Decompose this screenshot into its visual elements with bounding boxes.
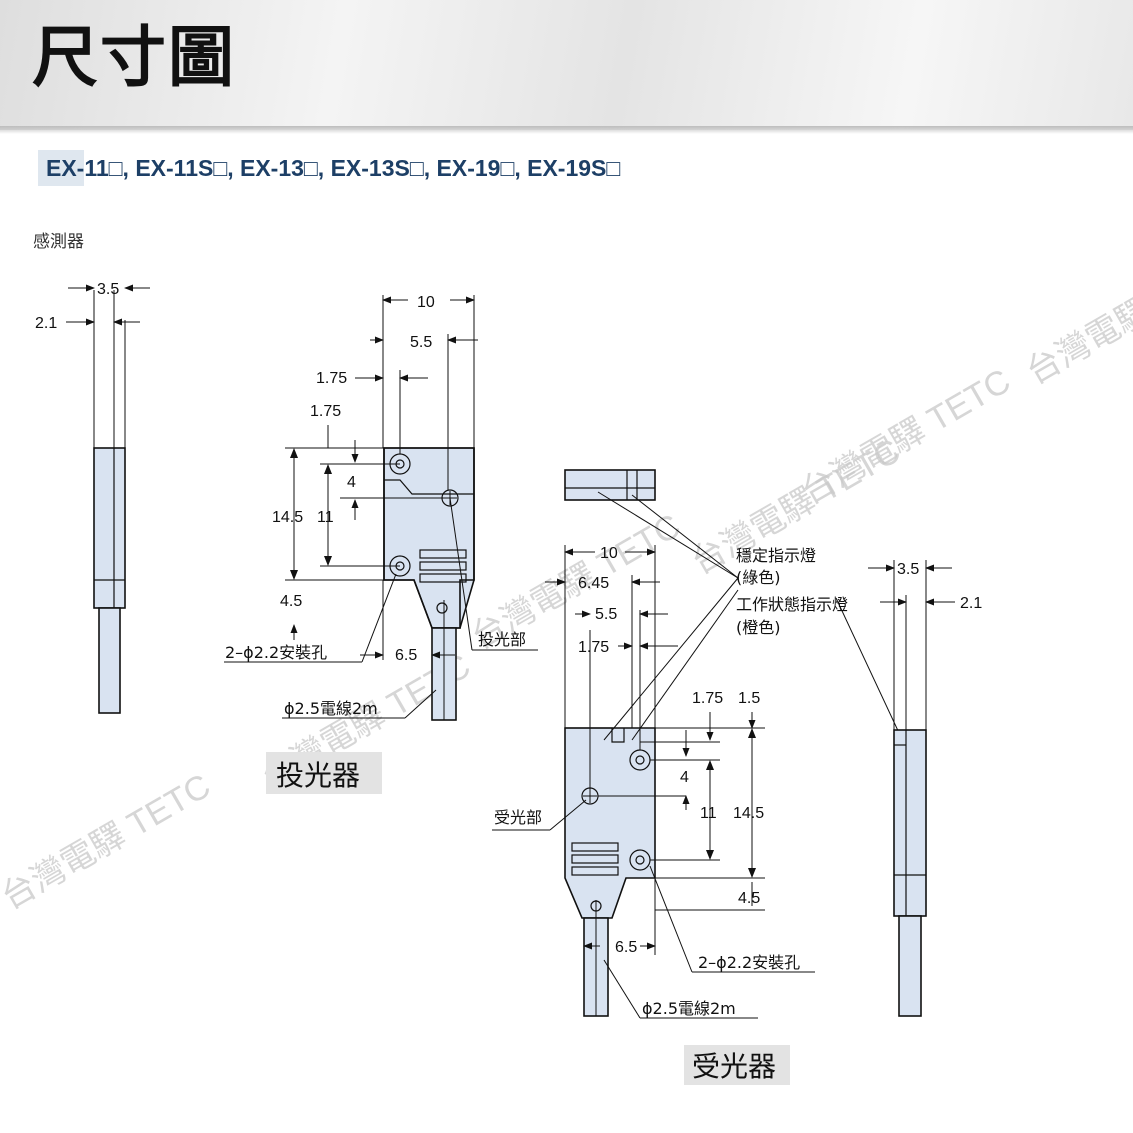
header-banner [0, 0, 1133, 130]
r-hole-y-dim: 4 [680, 769, 689, 786]
emitter-caption-text: 投光器 [276, 759, 360, 792]
mount-holes-label: 2–ϕ2.2安裝孔 [225, 643, 327, 662]
r-hole-x-dim: 5.5 [595, 606, 617, 623]
hole-left-dim: 1.75 [310, 403, 341, 420]
receiver-caption-text: 受光器 [692, 1050, 776, 1083]
r-cable-x-dim: 6.5 [615, 939, 637, 956]
emitter-front-view: 10 5.5 1.75 1.75 14.5 11 4 4.5 6.5 2–ϕ2.… [224, 294, 538, 721]
watermark: 台灣電驛 TETC [1020, 242, 1133, 392]
cable-label: ϕ2.5電線2m [284, 699, 378, 718]
indicator-x-dim: 6.45 [578, 575, 609, 592]
bottom-dim: 4.5 [280, 593, 302, 610]
stable-color-label: (綠色) [736, 568, 781, 587]
receive-part-label: 受光部 [494, 808, 542, 827]
side-width-dim: 3.5 [97, 281, 119, 298]
hole-pitch-dim: 11 [317, 509, 334, 526]
r-hole-pitch-dim: 11 [700, 805, 717, 822]
r-side-width-dim: 3.5 [897, 561, 919, 578]
receiver-front-view: 10 6.45 5.5 1.75 1.75 1.5 4 11 14.5 4.5 [492, 545, 901, 1019]
cable-x-dim: 6.5 [395, 647, 417, 664]
stable-indicator-label: 穩定指示燈 [736, 546, 816, 565]
section-label: 感測器 [33, 232, 84, 252]
header-shadow [0, 126, 1133, 134]
page-title: 尺寸圖 [32, 19, 236, 96]
watermark: 台灣電驛 TETC [795, 362, 1017, 512]
hole-top-dim: 1.75 [316, 370, 347, 387]
emitter-side-view: 3.5 2.1 [35, 281, 150, 714]
side-offset-dim: 2.1 [35, 315, 57, 332]
model-list: EX-11□, EX-11S□, EX-13□, EX-13S□, EX-19□… [38, 150, 621, 186]
front-width-dim: 10 [417, 294, 435, 311]
emitter-caption: 投光器 [266, 752, 382, 794]
receiver-caption: 受光器 [684, 1045, 790, 1085]
operation-indicator-label: 工作狀態指示燈 [736, 595, 848, 614]
r-hole-top-dim: 1.75 [692, 690, 723, 707]
hole-y-dim: 4 [347, 474, 356, 491]
r-front-width-dim: 10 [600, 545, 618, 562]
r-hole-top2-dim: 1.5 [738, 690, 760, 707]
r-bottom-dim: 4.5 [738, 890, 760, 907]
hole-x-dim: 5.5 [410, 334, 432, 351]
r-hole-left-dim: 1.75 [578, 639, 609, 656]
receiver-top-view [564, 469, 739, 579]
emit-part-label: 投光部 [478, 630, 526, 649]
r-height-dim: 14.5 [733, 805, 764, 822]
r-side-offset-dim: 2.1 [960, 595, 982, 612]
height-dim: 14.5 [272, 509, 303, 526]
receiver-side-view: 3.5 2.1 [868, 560, 982, 1017]
r-mount-holes-label: 2–ϕ2.2安裝孔 [698, 953, 800, 972]
r-cable-label: ϕ2.5電線2m [642, 999, 736, 1018]
watermark: 台灣電驛 TETC [0, 767, 217, 917]
operation-color-label: (橙色) [736, 618, 781, 637]
